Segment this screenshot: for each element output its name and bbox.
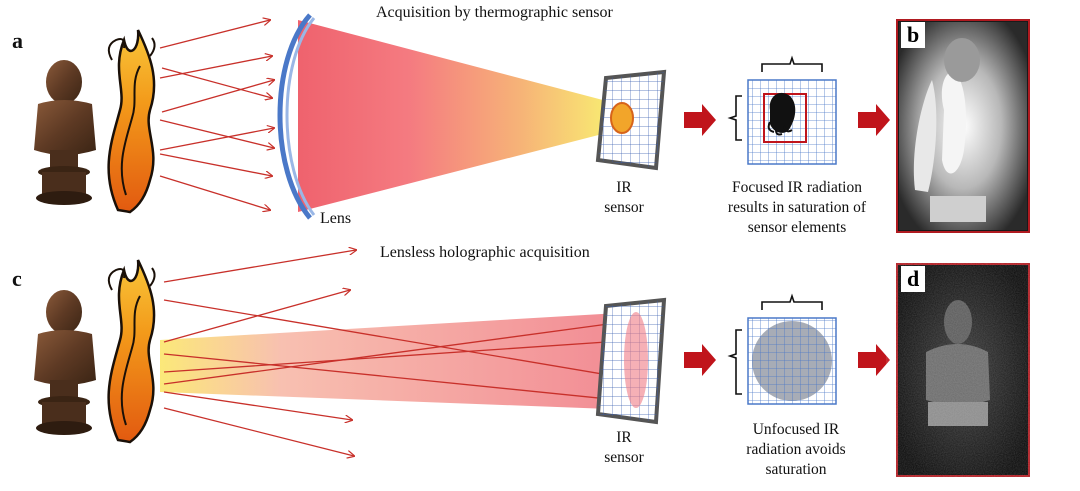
bottom-title: Lensless holographic acquisition [380,244,590,261]
unfocused-beam [160,312,647,410]
arrow-bottom-2 [858,344,890,376]
bottom-row [34,250,1030,477]
top-row [34,13,1030,233]
bottom-caption: Unfocused IR radiation avoids saturation [706,420,886,480]
sensor-label-line1: IR [616,179,632,196]
panel-label-b: b [901,22,926,48]
bracket-top-2 [761,293,823,310]
top-caption: Focused IR radiation results in saturati… [702,178,892,238]
lens [277,13,316,220]
sensor-label-line1: IR [616,429,632,446]
bust-statue-top [34,60,96,205]
bracket-left-2 [727,329,742,395]
bracket-top [761,55,823,72]
arrow-top-1 [684,104,716,136]
caption-line2: results in saturation of [727,199,867,216]
sensor-label-line2: sensor [604,199,644,216]
panel-label-c: c [12,266,22,291]
top-title: Acquisition by thermographic sensor [376,4,613,21]
holographic-image [896,263,1030,477]
flame-bottom [107,259,156,444]
panel-label-a: a [12,28,23,53]
caption-line3: sensor elements [747,219,847,236]
lens-label: Lens [320,210,352,227]
bracket-left [727,95,742,141]
caption-line1: Unfocused IR [752,421,840,438]
thermal-image [896,19,1030,233]
panel-label-d: d [901,266,926,292]
sensor-label-line2: sensor [604,449,644,466]
flame-top [107,29,156,214]
bust-statue-bottom [34,290,96,435]
arrow-top-2 [858,104,890,136]
focused-beam [298,20,618,212]
unsaturated-grid [747,317,837,405]
saturation-grid [747,79,837,165]
caption-line3: saturation [765,461,827,478]
arrow-bottom-1 [684,344,716,376]
ir-sensor-label-top: IR sensor [602,178,646,218]
rays-bottom [163,250,638,456]
caption-line1: Focused IR radiation [731,179,862,196]
ir-sensor-bottom [595,297,667,425]
caption-line2: radiation avoids [746,441,846,458]
rays-top [159,20,274,210]
ir-sensor-label-bottom: IR sensor [602,428,646,468]
ir-sensor-top [595,69,667,171]
